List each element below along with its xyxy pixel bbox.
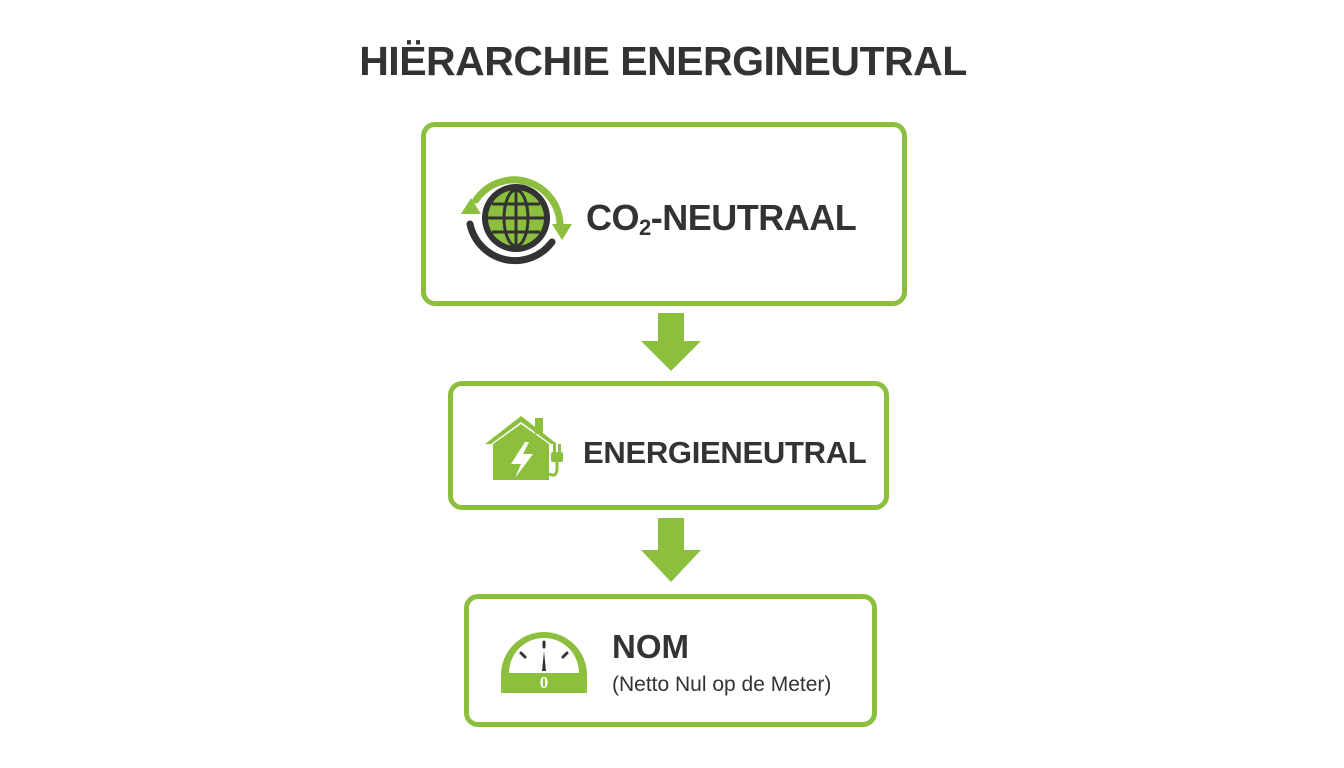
- level-label-nom: NOM: [612, 628, 689, 665]
- label-subscript-2: 2: [639, 215, 651, 240]
- level-label-co2-neutraal: CO2-NEUTRAAL: [586, 197, 857, 240]
- level-box-co2-neutraal: CO2-NEUTRAAL: [421, 122, 907, 306]
- globe-recycle-icon: [456, 162, 576, 272]
- down-arrow-icon: [641, 313, 701, 376]
- meter-value: 0: [539, 673, 549, 692]
- label-co: CO: [586, 197, 640, 238]
- level-box-nom: 0 NOM (Netto Nul op de Meter): [464, 594, 877, 727]
- level-label-energieneutral: ENERGIENEUTRAL: [583, 435, 867, 470]
- level-box-energieneutral: ENERGIENEUTRAL: [448, 381, 889, 510]
- level-sublabel-nom: (Netto Nul op de Meter): [612, 673, 832, 696]
- house-lightning-plug-icon: [481, 412, 571, 484]
- down-arrow-icon: [641, 518, 701, 587]
- label-neutraal: -NEUTRAAL: [650, 197, 857, 238]
- energy-meter-icon: 0: [499, 629, 589, 695]
- diagram-title: HIËRARCHIE ENERGINEUTRAL: [359, 38, 967, 84]
